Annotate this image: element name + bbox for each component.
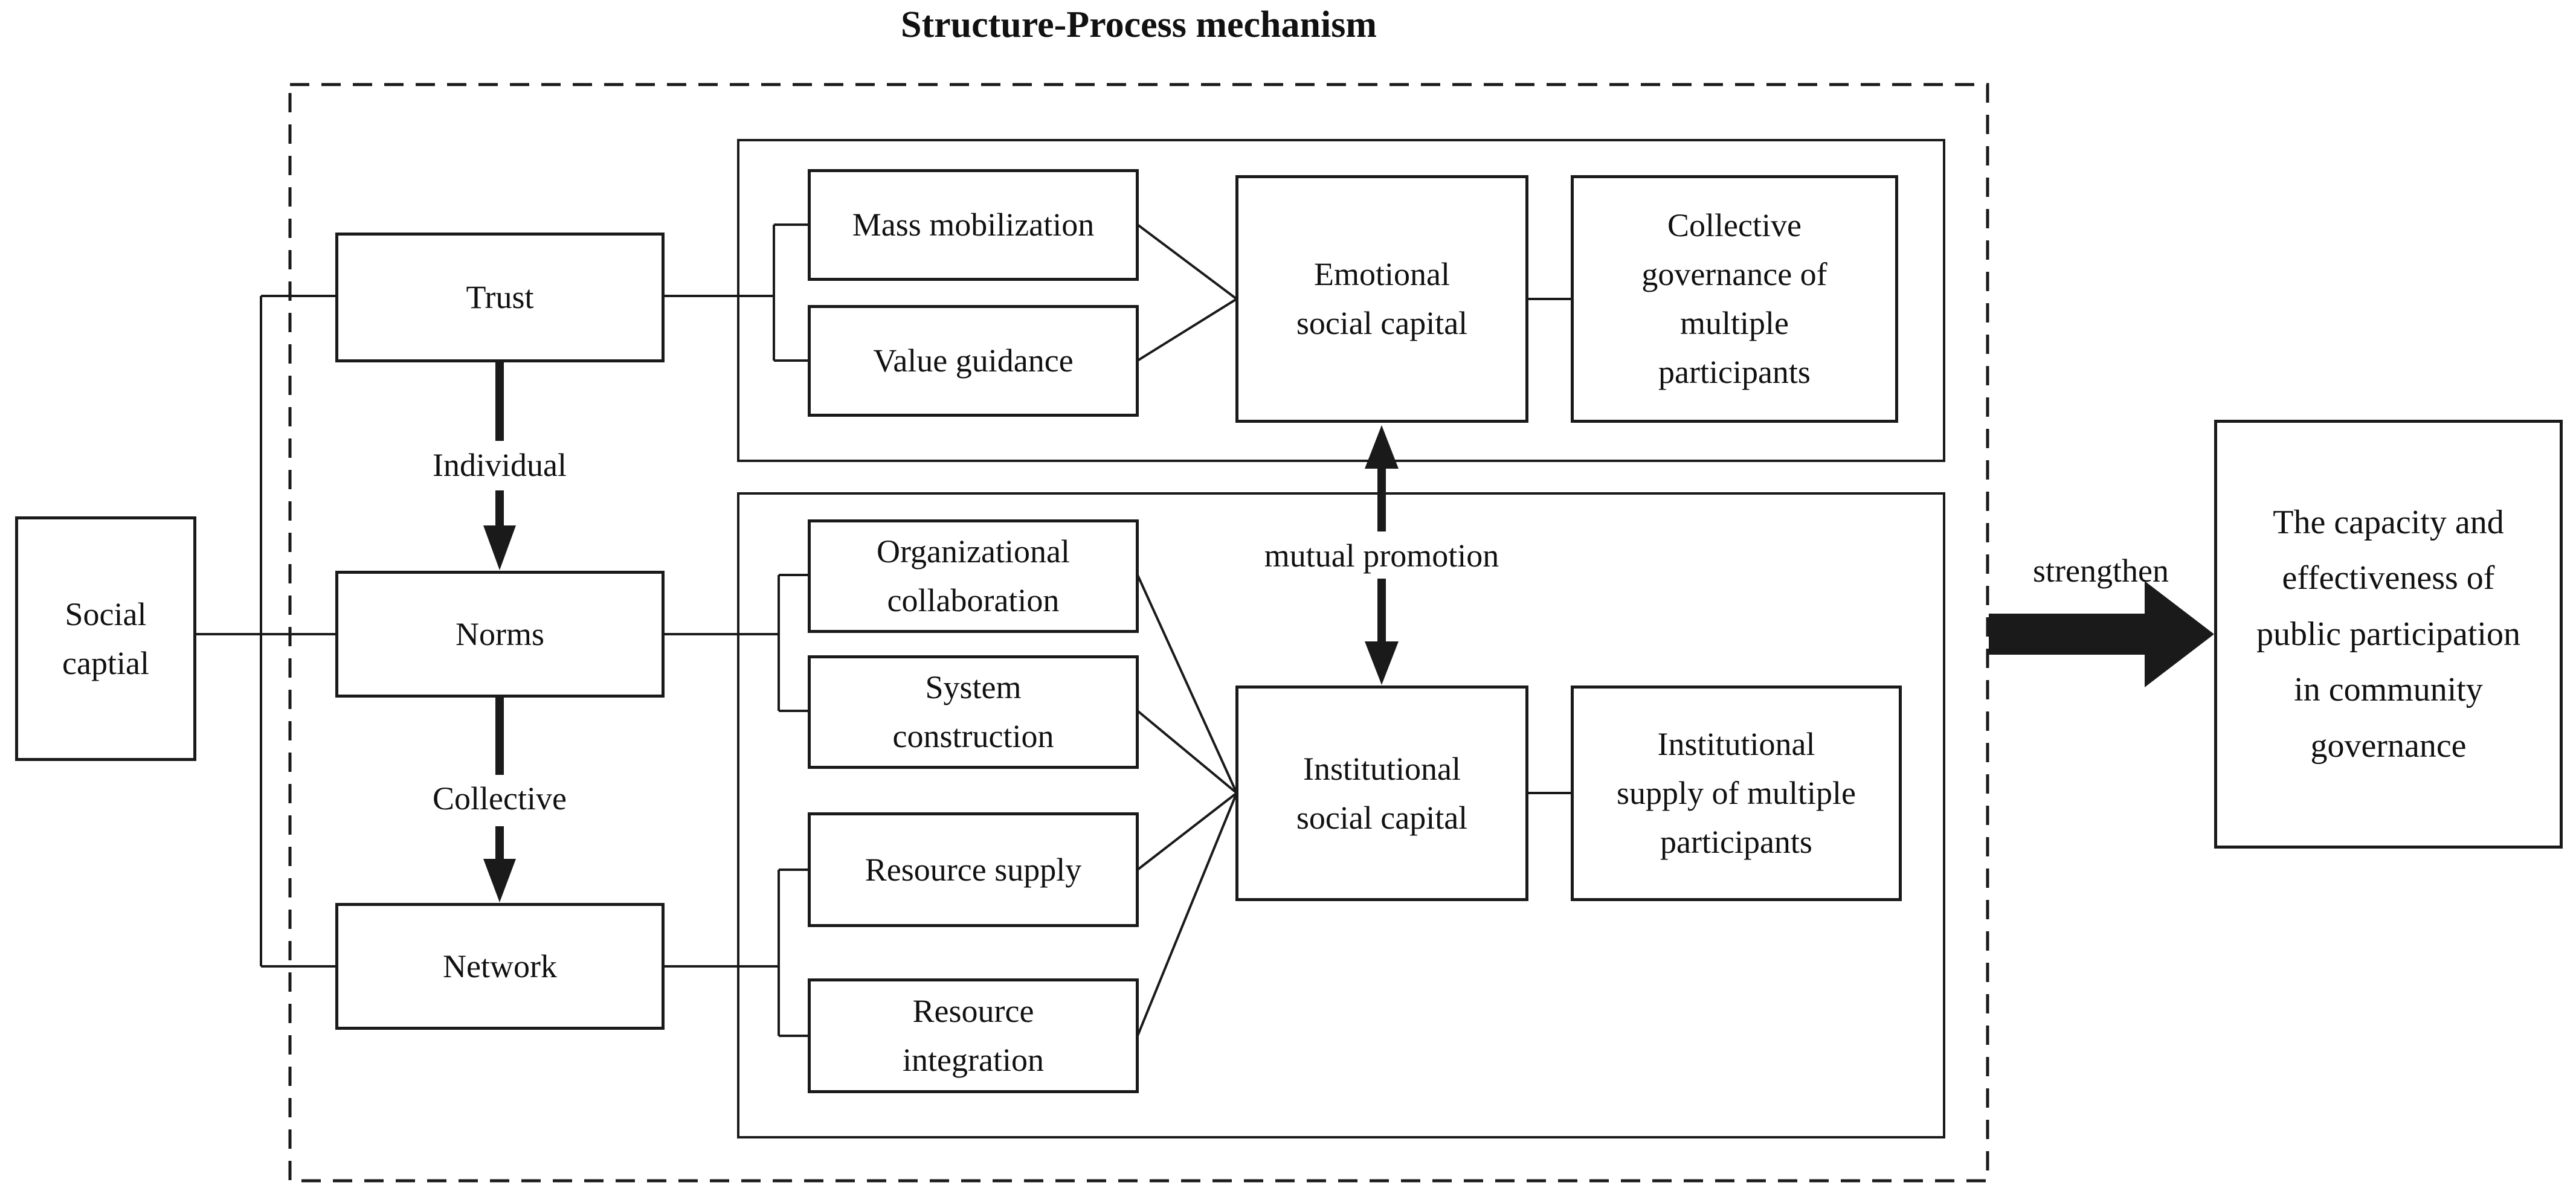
diagonal-system-to-institutional	[1136, 710, 1238, 794]
collective-arrow-head	[483, 859, 516, 902]
strengthen-label: strengthen	[2033, 553, 2169, 589]
diagram-title: Structure-Process mechanism	[900, 4, 1377, 45]
mass-mobilization-label: Mass mobilization	[852, 207, 1095, 243]
collective-governance-label: Collective governance of multiple partic…	[1641, 207, 1827, 390]
norms-label: Norms	[456, 615, 544, 652]
box-network: Network	[335, 903, 665, 1030]
institutional-group-rect	[737, 492, 1945, 1138]
box-institutional-supply: Institutional supply of multiple partici…	[1571, 686, 1902, 901]
institutional-social-capital-label: Institutional social capital	[1296, 750, 1468, 836]
strengthen-arrow-head	[2145, 581, 2214, 687]
box-value-guidance: Value guidance	[808, 305, 1139, 417]
diagonal-integration-to-institutional	[1136, 792, 1238, 1036]
mutual-promotion-arrow-down-head	[1365, 641, 1399, 685]
diagonal-org-to-institutional	[1136, 574, 1238, 794]
emotional-group-rect	[737, 139, 1945, 462]
resource-supply-label: Resource supply	[865, 851, 1082, 888]
box-system-construction: System construction	[808, 655, 1139, 769]
individual-arrow-label: Individual	[433, 447, 567, 483]
box-organizational-collaboration: Organizational collaboration	[808, 519, 1139, 633]
mutual-promotion-arrow-up-shaft	[1377, 467, 1386, 531]
network-label: Network	[443, 948, 557, 984]
organizational-collaboration-label: Organizational collaboration	[877, 533, 1070, 618]
box-emotional-social-capital: Emotional social capital	[1235, 175, 1528, 423]
collective-arrow-shaft-top	[495, 698, 504, 775]
box-resource-supply: Resource supply	[808, 812, 1139, 927]
mutual-promotion-label: mutual promotion	[1264, 538, 1499, 574]
mechanism-dashed-border	[288, 83, 1989, 1183]
individual-arrow-shaft-bottom	[495, 490, 504, 527]
diagonal-supply-to-institutional	[1136, 792, 1238, 871]
collective-arrow-label: Collective	[433, 780, 567, 817]
mutual-promotion-arrow-down-shaft	[1377, 579, 1386, 643]
value-guidance-label: Value guidance	[873, 342, 1074, 379]
system-construction-label: System construction	[892, 669, 1054, 754]
box-norms: Norms	[335, 571, 665, 698]
social-capital-label: Social captial	[62, 596, 149, 681]
box-outcome-capacity: The capacity and effectiveness of public…	[2214, 420, 2563, 849]
emotional-social-capital-label: Emotional social capital	[1296, 256, 1468, 341]
diagonal-value-to-emotional	[1136, 298, 1238, 362]
outcome-capacity-label: The capacity and effectiveness of public…	[2256, 504, 2520, 765]
box-institutional-social-capital: Institutional social capital	[1235, 686, 1528, 901]
institutional-supply-label: Institutional supply of multiple partici…	[1617, 726, 1856, 860]
arrows	[483, 362, 2214, 902]
collective-arrow-shaft-bottom	[495, 826, 504, 860]
box-collective-governance: Collective governance of multiple partic…	[1571, 175, 1898, 423]
resource-integration-label: Resource integration	[903, 993, 1044, 1078]
trust-label: Trust	[466, 279, 534, 315]
box-mass-mobilization: Mass mobilization	[808, 169, 1139, 281]
mutual-promotion-arrow-up-head	[1365, 425, 1399, 469]
diagonal-mass-to-emotional	[1136, 223, 1238, 300]
box-social-capital: Social captial	[15, 516, 196, 761]
box-trust: Trust	[335, 233, 665, 362]
connector-lines	[196, 223, 1572, 1037]
box-resource-integration: Resource integration	[808, 978, 1139, 1093]
individual-arrow-shaft-top	[495, 362, 504, 441]
strengthen-arrow-body	[1989, 614, 2146, 655]
individual-arrow-head	[483, 525, 516, 570]
